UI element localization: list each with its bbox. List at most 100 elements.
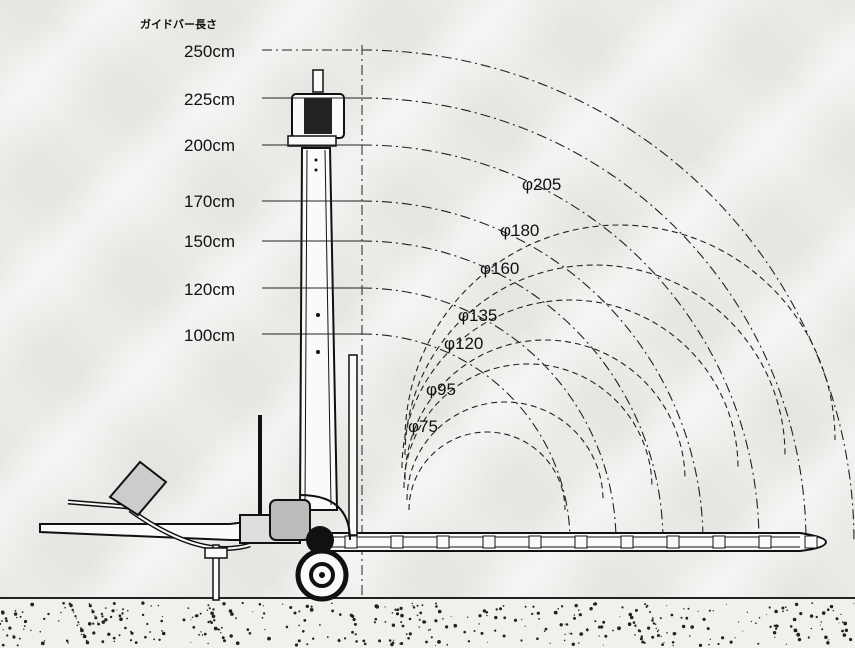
speckle	[13, 612, 18, 616]
length-leaders	[262, 49, 362, 335]
speckle	[819, 624, 821, 626]
speckle	[467, 616, 469, 618]
speckle	[672, 632, 676, 636]
speckle	[499, 607, 502, 611]
speckle	[659, 617, 662, 620]
speckle	[796, 631, 798, 633]
speckle	[742, 630, 744, 632]
speckle	[396, 608, 400, 611]
speckle	[112, 636, 116, 640]
engine-head	[287, 69, 345, 147]
speckle	[76, 624, 79, 627]
speckle	[2, 629, 4, 631]
chain-mark	[804, 535, 818, 549]
speckle	[683, 608, 685, 610]
speckle	[160, 619, 163, 623]
speckle	[121, 612, 124, 615]
speckle	[838, 622, 840, 624]
speckle	[0, 622, 2, 625]
speckle	[536, 637, 539, 640]
speckle	[656, 634, 660, 637]
speckle	[252, 611, 254, 613]
wheel	[295, 548, 349, 602]
speckle	[810, 627, 812, 630]
speckle	[841, 629, 844, 633]
speckle	[187, 607, 190, 609]
speckle	[210, 611, 214, 616]
sweep-arc	[361, 200, 704, 543]
speckle	[352, 617, 356, 622]
speckle	[786, 609, 788, 611]
speckle	[437, 609, 442, 614]
speckle	[23, 625, 26, 627]
speckle	[495, 608, 498, 611]
speckle	[88, 604, 92, 608]
speckle	[337, 639, 341, 643]
diameter-label-180: φ180	[500, 221, 539, 240]
speckle	[706, 627, 710, 631]
speckle	[577, 642, 580, 644]
speckle	[709, 638, 711, 640]
speckle	[12, 635, 16, 639]
speckle	[118, 614, 122, 618]
speckle	[721, 636, 725, 640]
speckle	[478, 623, 480, 625]
chain-marks	[344, 535, 818, 549]
speckle	[21, 611, 24, 613]
speckle	[793, 628, 798, 633]
speckle	[161, 631, 166, 636]
speckle	[757, 642, 760, 645]
vertical-guide-bar	[298, 147, 339, 511]
speckle	[524, 605, 527, 608]
speckle	[589, 607, 593, 611]
speckle	[223, 639, 226, 643]
speckle	[293, 611, 297, 615]
speckle	[30, 602, 35, 607]
speckle	[23, 628, 25, 630]
speckle	[445, 625, 449, 629]
speckle	[769, 625, 772, 628]
speckle	[654, 623, 657, 625]
speckle	[799, 612, 803, 616]
speckle	[111, 609, 115, 613]
speckle	[373, 621, 376, 624]
speckle	[207, 620, 210, 624]
speckle	[672, 644, 674, 647]
speckle	[738, 621, 740, 623]
speckle	[473, 630, 476, 632]
speckle	[657, 629, 660, 632]
speckle	[815, 615, 818, 619]
speckle	[559, 623, 563, 627]
speckle	[64, 606, 66, 609]
speckle	[652, 617, 654, 619]
speckle	[592, 603, 596, 606]
speckle	[689, 635, 691, 637]
speckle	[267, 636, 271, 641]
speckle	[600, 625, 604, 629]
speckle	[632, 621, 636, 624]
log-circle	[406, 401, 604, 501]
speckle	[297, 639, 301, 643]
speckle	[87, 622, 92, 626]
speckle	[19, 615, 22, 618]
speckle	[418, 626, 420, 628]
speckle	[218, 628, 221, 631]
speckle	[319, 624, 321, 626]
speckle	[482, 609, 487, 613]
speckle	[666, 605, 668, 607]
speckle	[563, 639, 566, 642]
speckle	[564, 623, 566, 625]
speckle	[841, 621, 844, 623]
horizontal-guide-bar	[319, 532, 828, 552]
speckle	[690, 625, 694, 629]
speckle	[768, 606, 771, 609]
diameter-label-75: φ75	[408, 417, 438, 436]
speckle	[446, 643, 449, 646]
speckle	[199, 612, 202, 615]
speckle	[43, 617, 46, 621]
speckle	[118, 634, 121, 637]
speckle	[594, 620, 597, 623]
sweep-arc	[361, 333, 571, 543]
speckle	[687, 607, 690, 610]
